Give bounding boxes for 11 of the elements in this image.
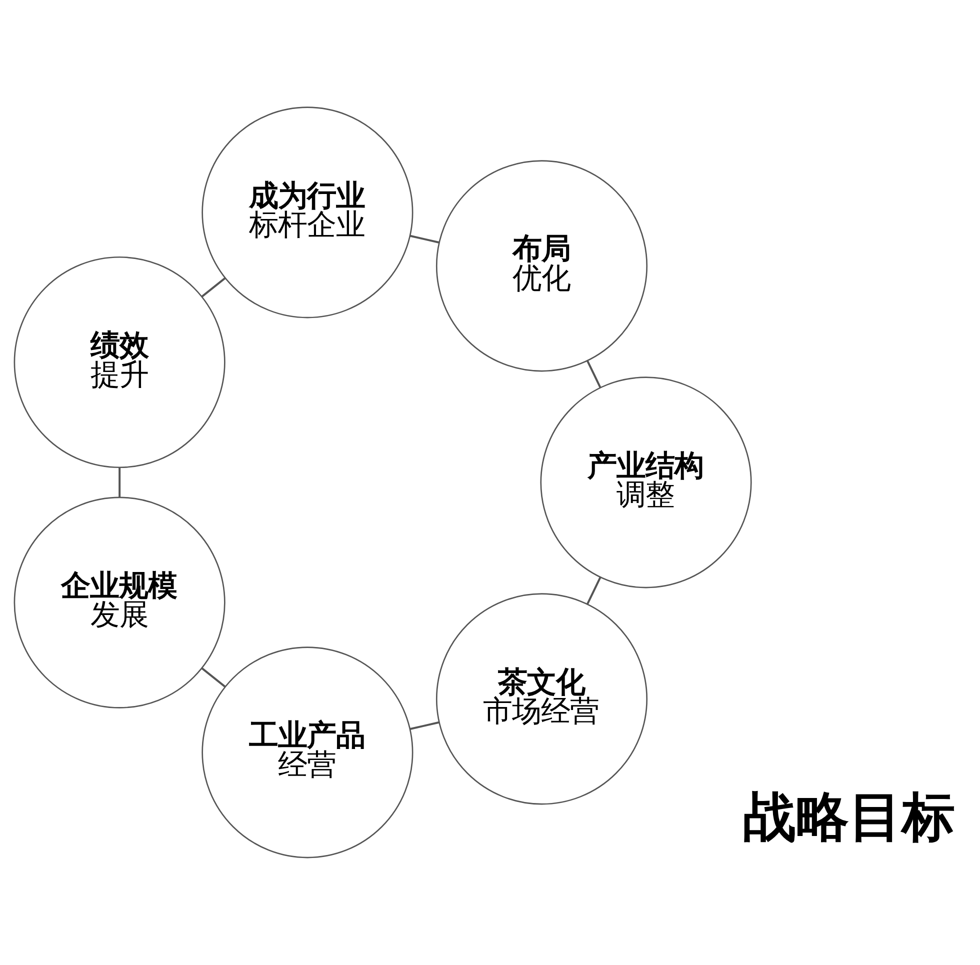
connector — [200, 277, 226, 298]
node-circle: 布局 优化 — [435, 160, 648, 372]
connector — [586, 576, 601, 605]
connector — [586, 360, 601, 388]
node-circle: 产业结构 调整 — [540, 376, 752, 588]
label: 战略目标 — [742, 786, 954, 848]
connector — [410, 234, 439, 244]
connector — [200, 667, 226, 688]
node-circle: 茶文化 市场经营 — [435, 593, 648, 805]
connector — [409, 721, 439, 730]
connector — [118, 468, 120, 498]
